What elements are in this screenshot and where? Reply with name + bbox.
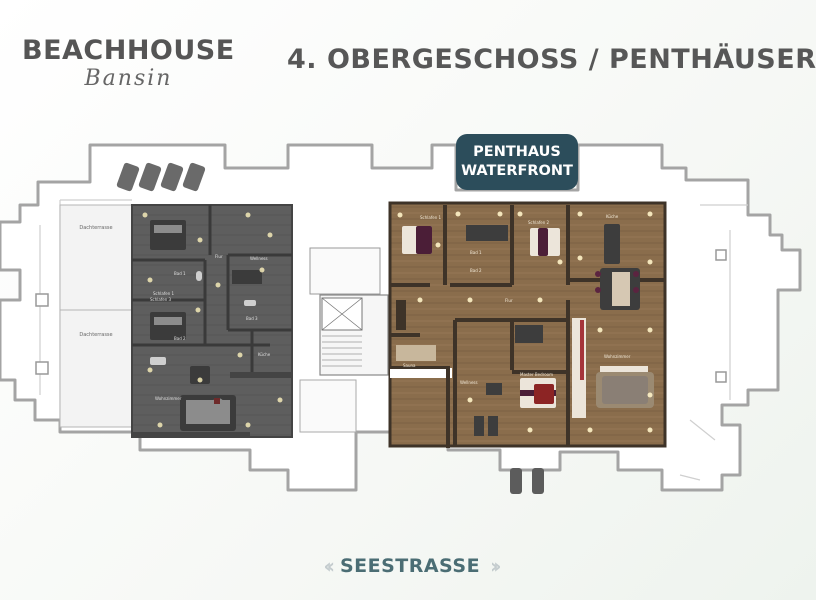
double-chevron-right-icon: ›› <box>490 554 502 578</box>
brand-logo: BEACHHOUSE Bansin <box>22 35 235 92</box>
room-label: Küche <box>606 214 619 219</box>
room-label: Flur <box>215 254 223 259</box>
room-label: Wohnzimmer <box>604 354 631 359</box>
brand-location: Bansin <box>84 66 173 91</box>
room-label: Bad 1 <box>470 250 482 255</box>
room-label: Bad 3 <box>246 316 258 321</box>
room-label: Schlafen 2 <box>528 220 550 225</box>
room-label: Bad 2 <box>174 336 186 341</box>
street-indicator: ‹‹ SEESTRASSE ›› <box>310 551 510 581</box>
room-label: Wellness <box>460 380 478 385</box>
room-label: Dachterrasse <box>79 225 112 231</box>
room-label: Flur <box>505 298 513 303</box>
sun-lounger-icon <box>116 162 206 192</box>
floor-title: 4. OBERGESCHOSS / PENTHÄUSER <box>287 44 816 75</box>
room-label: Schlafen 1 <box>153 291 175 296</box>
room-label: Dachterrasse <box>79 332 112 338</box>
room-label: Schlafen 3 <box>150 297 172 302</box>
apartment-badge: PENTHAUS WATERFRONT <box>456 134 578 190</box>
double-chevron-left-icon: ‹‹ <box>323 554 335 578</box>
street-label: SEESTRASSE <box>339 555 481 577</box>
room-label: Küche <box>258 352 271 357</box>
brand-name: BEACHHOUSE <box>22 35 235 66</box>
room-label: Schlafen 1 <box>420 215 442 220</box>
room-label: Wellness <box>250 256 268 261</box>
room-label: Bad 1 <box>174 271 186 276</box>
room-label: Wohnzimmer <box>155 396 182 401</box>
badge-line-1: PENTHAUS <box>473 144 561 160</box>
room-label: Bad 2 <box>470 268 482 273</box>
room-label: Master Bedroom <box>520 372 553 377</box>
room-label: Sauna <box>403 363 416 368</box>
badge-line-2: WATERFRONT <box>461 163 573 179</box>
